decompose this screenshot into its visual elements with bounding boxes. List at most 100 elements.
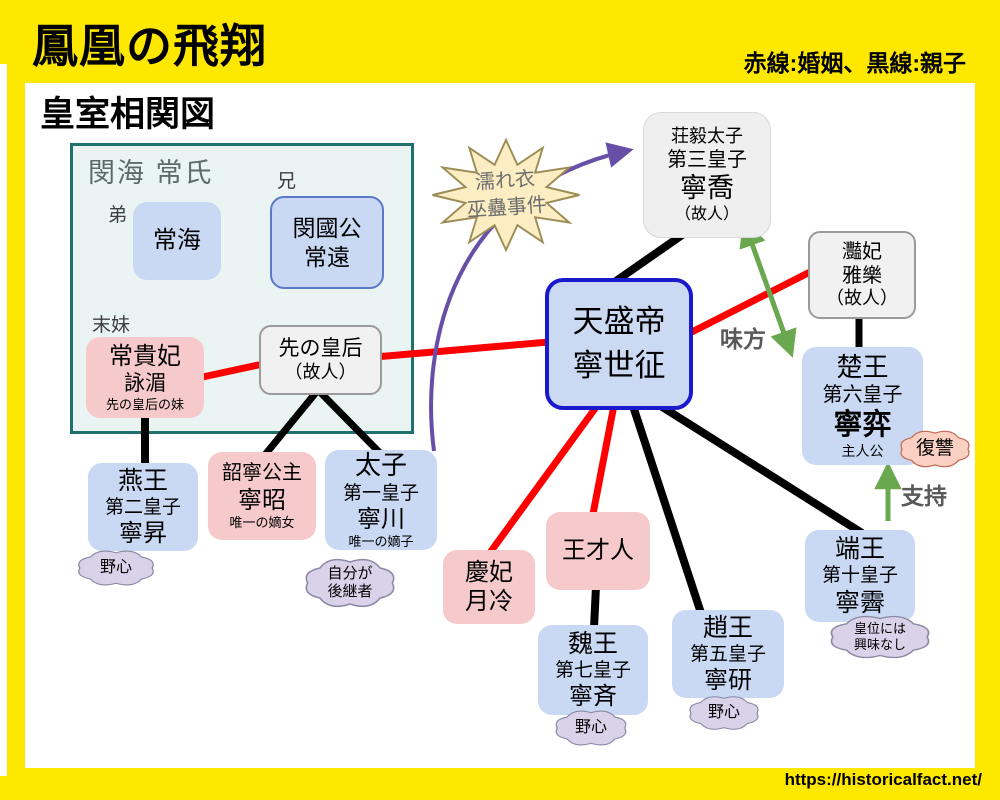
- cloud-shape: [689, 696, 759, 730]
- page-title: 鳳凰の飛翔: [32, 20, 267, 72]
- node-name: 寧喬: [680, 172, 734, 203]
- node-title: 閔國公: [292, 215, 362, 242]
- node-rank: 第五皇子: [689, 644, 766, 666]
- cloud-line: 興味なし: [853, 637, 906, 652]
- node-title: 灩妃: [842, 240, 882, 263]
- node-wang-cairen: 王才人: [546, 512, 650, 590]
- node-shao-ning: 韶寧公主 寧昭 唯一の嫡女: [208, 452, 316, 540]
- cloud-shape: [900, 430, 970, 468]
- node-rank: 第七皇子: [554, 660, 631, 682]
- node-title: 端王: [834, 534, 885, 563]
- node-note: 主人公: [841, 443, 884, 460]
- label-support: 支持: [901, 483, 947, 509]
- cloud-revenge: 復讐: [893, 424, 977, 474]
- node-title: 韶寧公主: [222, 462, 302, 485]
- cloud-line: 皇位には: [853, 621, 906, 637]
- cloud-text: 皇位には 興味なし: [820, 608, 940, 666]
- node-name: 寧弈: [833, 408, 892, 441]
- cloud-line: 後継者: [327, 583, 373, 600]
- cloud-text: 野心: [548, 704, 634, 752]
- starburst-shape: [432, 137, 580, 253]
- node-yan-wang: 燕王 第二皇子 寧昇: [88, 463, 198, 551]
- node-rank: 第三皇子: [667, 148, 747, 171]
- starburst-line: 濡れ衣: [474, 167, 536, 195]
- cloud-shape: [830, 615, 930, 659]
- node-title: 荘毅太子: [671, 125, 743, 146]
- node-chang-guifei: 常貴妃 詠湄 先の皇后の妹: [86, 337, 204, 418]
- node-yan-fei: 灩妃 雅樂 （故人）: [808, 231, 916, 319]
- cloud-line: 野心: [707, 704, 740, 722]
- node-rank: 第一皇子: [342, 482, 419, 504]
- cloud-text: 復讐: [893, 424, 977, 474]
- relation-label-elder-brother: 兄: [277, 171, 297, 192]
- node-note: （故人）: [284, 361, 357, 382]
- node-note: （故人）: [826, 288, 898, 309]
- cloud-line: 復讐: [915, 437, 954, 459]
- node-zhao-wang: 趙王 第五皇子 寧研: [672, 610, 784, 698]
- cloud-line: 自分が: [327, 565, 373, 582]
- line-legend: 赤線:婚姻、黒線:親子: [743, 50, 966, 76]
- node-title: 魏王: [567, 629, 618, 658]
- cloud-ambition-zhao: 野心: [682, 690, 766, 736]
- node-chang-hai: 常海: [133, 202, 221, 280]
- source-url-link[interactable]: https://historicalfact.net/: [784, 770, 982, 789]
- node-title: 先の皇后: [278, 337, 363, 361]
- clan-label: 閔海 常氏: [88, 158, 214, 188]
- cloud-no-interest: 皇位には 興味なし: [820, 608, 940, 666]
- node-note: （故人）: [674, 205, 739, 223]
- node-name: 常遠: [304, 243, 350, 270]
- node-name: 雅樂: [842, 265, 882, 288]
- label-ally: 味方: [720, 326, 766, 352]
- node-note: 先の皇后の妹: [105, 397, 184, 412]
- node-title: 趙王: [702, 613, 753, 642]
- node-title: 燕王: [117, 466, 168, 495]
- node-rank: 第六皇子: [822, 384, 903, 407]
- relation-label-younger-brother: 弟: [108, 205, 128, 226]
- node-former-empress: 先の皇后 （故人）: [259, 325, 382, 395]
- starburst-line: 巫蠱事件: [466, 194, 548, 222]
- cloud-line: 野心: [99, 559, 132, 577]
- node-name: 寧斉: [569, 683, 617, 711]
- node-name: 詠湄: [124, 372, 166, 396]
- node-name: 寧川: [357, 505, 405, 533]
- cloud-text: 野心: [70, 544, 162, 592]
- cloud-ambition-wei: 野心: [548, 704, 634, 752]
- node-name: 月冷: [465, 588, 513, 615]
- node-rank: 第十皇子: [821, 565, 898, 587]
- node-ning-qiao: 荘毅太子 第三皇子 寧喬 （故人）: [643, 112, 771, 238]
- node-note: 唯一の嫡女: [229, 514, 295, 530]
- node-rank: 第二皇子: [104, 497, 181, 519]
- node-name: 寧霽: [834, 588, 885, 617]
- cloud-shape: [78, 550, 154, 586]
- node-title: 楚王: [836, 351, 889, 382]
- node-name: 寧昇: [119, 520, 167, 548]
- cloud-text: 野心: [682, 690, 766, 736]
- cloud-text: 自分が 後継者: [296, 550, 404, 616]
- node-name: 寧世征: [572, 348, 666, 383]
- cloud-successor: 自分が 後継者: [296, 550, 404, 616]
- node-name: 常海: [153, 227, 201, 255]
- node-wei-wang: 魏王 第七皇子 寧斉: [538, 625, 648, 715]
- node-chang-yuan: 閔國公 常遠: [270, 196, 384, 289]
- diagram-subtitle: 皇室相関図: [40, 95, 216, 134]
- node-emperor: 天盛帝 寧世征: [545, 278, 693, 410]
- node-title: 天盛帝: [572, 303, 666, 339]
- relation-label-youngest-sister: 末妹: [92, 315, 131, 336]
- node-name: 王才人: [562, 537, 634, 565]
- node-crown-prince: 太子 第一皇子 寧川 唯一の嫡子: [325, 450, 437, 550]
- starburst-text: 濡れ衣 巫蠱事件: [426, 131, 586, 259]
- node-qing-fei: 慶妃 月冷: [443, 550, 535, 624]
- cloud-line: 野心: [574, 719, 607, 737]
- left-edge-divider: [0, 64, 7, 776]
- node-title: 常貴妃: [109, 343, 181, 371]
- node-title: 太子: [354, 450, 407, 480]
- node-note: 唯一の嫡子: [348, 534, 414, 550]
- node-duan-wang: 端王 第十皇子 寧霽: [805, 530, 915, 622]
- starburst-accusation: 濡れ衣 巫蠱事件: [430, 136, 582, 254]
- node-name: 寧研: [704, 667, 752, 695]
- cloud-shape: [305, 558, 395, 608]
- node-title: 慶妃: [465, 558, 513, 586]
- cloud-ambition-yan: 野心: [70, 544, 162, 592]
- node-name: 寧昭: [238, 486, 286, 514]
